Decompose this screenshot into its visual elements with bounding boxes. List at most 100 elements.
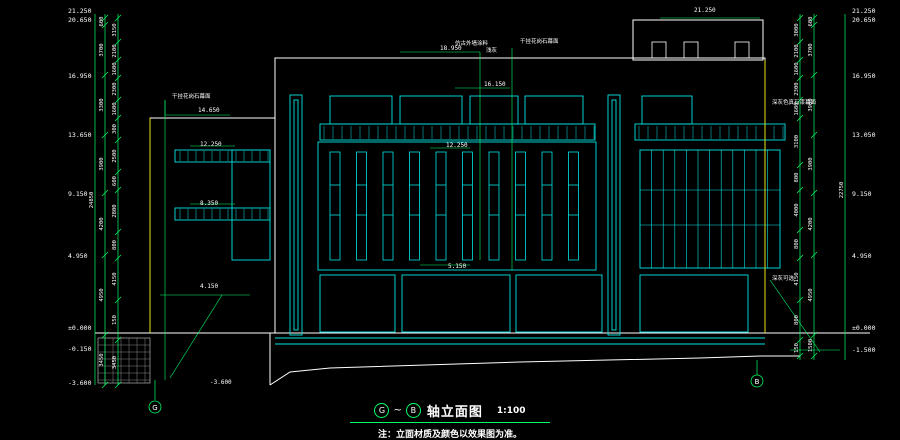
dim-value: 4950 <box>99 288 105 301</box>
balustrade-2 <box>634 123 786 141</box>
cyan-features <box>174 94 786 345</box>
dim-tick <box>114 56 122 64</box>
dim-value: 2500 <box>112 149 118 162</box>
levels-left: 21.250 20.650 16.950 13.650 9.150 4.950 … <box>68 7 92 387</box>
dim-tick <box>796 226 804 234</box>
dim-value: 2100 <box>794 44 800 57</box>
dim-tick <box>810 14 818 22</box>
hatched-pit <box>97 337 151 384</box>
dim-tick <box>796 254 804 262</box>
title-separator: ~ <box>393 405 402 416</box>
top-window-1 <box>329 95 393 125</box>
dim-value: 3700 <box>99 43 105 56</box>
dim-value: 3450 <box>112 356 118 369</box>
dim-tick <box>114 228 122 236</box>
level-inner-4: 14.650 <box>198 107 220 114</box>
dim-tick <box>114 381 122 389</box>
top-window-3 <box>469 95 519 125</box>
level-inner-2: 18.950 <box>440 45 462 52</box>
dim-tick <box>796 114 804 122</box>
pilaster-1 <box>289 94 303 336</box>
dim-tick <box>101 71 109 79</box>
dim-value: 3700 <box>808 43 814 56</box>
level-inner-3: 16.150 <box>484 81 506 88</box>
dim-tick <box>101 381 109 389</box>
level-inner-5: 12.250 <box>200 141 222 148</box>
dim-value: 3900 <box>808 157 814 170</box>
dim-value: 1600 <box>112 62 118 75</box>
pilaster-1-inner <box>293 99 299 331</box>
window-column <box>515 151 526 261</box>
roof-windows <box>651 41 750 59</box>
dim-tick <box>101 14 109 22</box>
dim-value: 4200 <box>808 217 814 230</box>
level-left-5: 9.150 <box>68 190 88 198</box>
dim-tick <box>114 336 122 344</box>
level-left-6: 4.950 <box>68 252 88 260</box>
dim-value: 4950 <box>808 288 814 301</box>
level-inner-8: 5.150 <box>448 263 466 270</box>
mid-panel-windows <box>329 151 579 261</box>
level-inner-9: 4.150 <box>200 283 218 290</box>
dim-tick <box>101 131 109 139</box>
top-window-2 <box>399 95 463 125</box>
dim-tick <box>114 38 122 46</box>
level-right-6: 4.950 <box>852 252 872 260</box>
dim-tick <box>796 38 804 46</box>
dim-tick <box>796 96 804 104</box>
dim-tick <box>101 251 109 259</box>
dim-value: 600 <box>112 176 118 186</box>
dim-value: 1500 <box>808 339 814 352</box>
levels-inner: 21.250 18.950 16.150 14.650 12.250 12.25… <box>198 7 716 386</box>
curtain-wall <box>639 149 781 269</box>
drawing-scale: 1:100 <box>496 405 526 416</box>
dim-value: 150 <box>794 343 800 353</box>
wing-band-2 <box>174 207 271 221</box>
axis-label-b: B <box>755 378 760 386</box>
level-right-2: 20.650 <box>852 16 876 24</box>
dim-value: 150 <box>112 315 118 325</box>
roof-structure <box>632 19 764 61</box>
top-window-4 <box>524 95 584 125</box>
drawing-caption: G ~ B 轴立面图 1:100 注：立面材质及颜色以效果图为准。 <box>0 398 900 440</box>
dim-tick <box>810 71 818 79</box>
dim-value: 4200 <box>99 217 105 230</box>
level-left-4: 13.650 <box>68 131 92 139</box>
wing-glazing <box>231 149 271 261</box>
accent-lines <box>149 60 766 333</box>
level-inner-10: -3.600 <box>210 379 232 386</box>
dim-value: 3100 <box>794 135 800 148</box>
dim-tick <box>796 14 804 22</box>
level-left-3: 16.950 <box>68 72 92 80</box>
dim-tick <box>796 296 804 304</box>
levels-right: 21.250 20.650 16.950 13.050 9.150 4.950 … <box>852 7 876 354</box>
window-column <box>329 151 341 261</box>
storefront-4 <box>639 274 749 333</box>
balustrade-1 <box>319 123 596 141</box>
window-column <box>568 151 579 261</box>
axis-label-g: G <box>152 404 157 412</box>
dim-tick <box>810 331 818 339</box>
annotation-stone-paint: 深灰色真石漆幕面 <box>772 98 817 106</box>
window-column <box>409 151 420 261</box>
level-left-2: 20.650 <box>68 16 92 24</box>
level-right-5: 9.150 <box>852 190 872 198</box>
dim-tick <box>810 251 818 259</box>
dim-tick <box>796 56 804 64</box>
annotation-color: 浅灰 <box>486 46 498 54</box>
dim-value: 4000 <box>794 203 800 216</box>
dim-tick <box>101 331 109 339</box>
dim-value: 800 <box>794 239 800 249</box>
window-column <box>462 151 473 261</box>
dim-tick <box>114 74 122 82</box>
storefront-1 <box>319 274 396 333</box>
dim-tick <box>810 352 818 360</box>
window-column <box>382 151 394 261</box>
dim-value: 1600 <box>112 102 118 115</box>
window-column <box>435 151 447 261</box>
title-row: G ~ B 轴立面图 1:100 <box>374 401 526 420</box>
storefront-3 <box>515 274 603 333</box>
annotation-granite-2: 干挂花岗石幕面 <box>172 92 211 100</box>
dim-value: 2300 <box>794 82 800 95</box>
dim-total-left: 24850 <box>89 192 95 209</box>
